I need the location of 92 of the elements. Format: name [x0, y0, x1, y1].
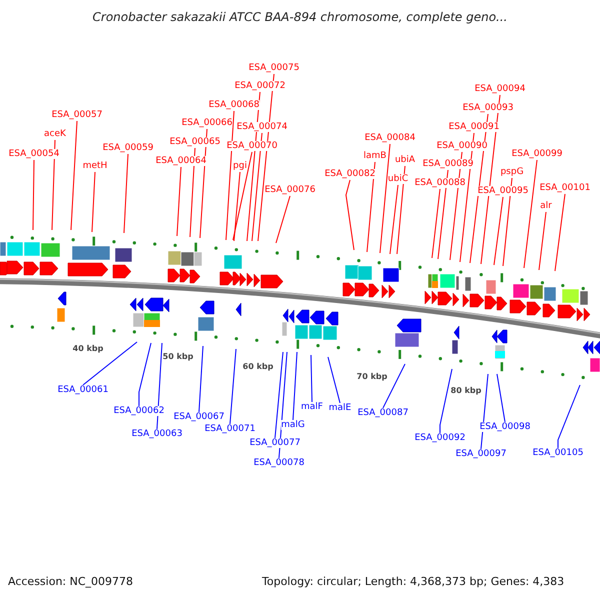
- gene-label: pspG: [500, 167, 524, 177]
- gene-label: metH: [82, 161, 108, 171]
- gene-label: ESA_00077: [250, 438, 300, 448]
- gene-label: ESA_00093: [462, 103, 514, 113]
- leader-line: [346, 180, 354, 250]
- gene-label: ESA_00059: [102, 143, 154, 153]
- gene-label: lamB: [364, 151, 386, 161]
- gene-label: ESA_00064: [156, 156, 206, 166]
- gene-label: ESA_00066: [182, 118, 232, 128]
- gene-label: ESA_00072: [234, 81, 286, 91]
- scale-label: 80 kbp: [450, 386, 482, 395]
- gene-label: ESA_00082: [324, 169, 376, 179]
- gene-label: pgi: [233, 161, 247, 171]
- gene-label: ESA_00095: [478, 186, 528, 196]
- gene-label: malF: [301, 402, 323, 412]
- leader-line: [554, 194, 566, 272]
- gene-label: ESA_00065: [170, 137, 220, 147]
- gene-label: ESA_00075: [248, 63, 300, 73]
- gene-label: malG: [281, 420, 305, 430]
- leader-line: [432, 188, 440, 258]
- leader-line: [92, 172, 96, 232]
- gene-label: ESA_00071: [204, 424, 256, 434]
- leader-line: [328, 356, 340, 404]
- gene-label: ESA_00094: [474, 84, 526, 94]
- leader-line: [190, 148, 196, 238]
- leader-line: [156, 342, 162, 430]
- gene-label: ESA_00084: [364, 133, 416, 143]
- leader-line: [234, 172, 240, 242]
- gene-label: ESA_00063: [132, 429, 182, 439]
- scale-label: 60 kbp: [242, 362, 274, 371]
- gene-label: ESA_00070: [226, 141, 278, 151]
- gene-label: ESA_00057: [52, 110, 102, 120]
- gene-label: ESA_00076: [264, 185, 316, 195]
- gene-label: ESA_00054: [8, 149, 60, 159]
- leader-line: [70, 120, 78, 230]
- leader-line: [252, 132, 262, 242]
- gene-label: ESA_00074: [236, 122, 288, 132]
- leader-line: [380, 144, 390, 254]
- scale-label: 70 kbp: [356, 372, 388, 381]
- gene-label: ESA_00068: [208, 100, 260, 110]
- title: Cronobacter sakazakii ATCC BAA-894 chromosome, complete geno...: [92, 10, 508, 24]
- gene-label: ESA_00092: [414, 433, 466, 443]
- gene-label: ESA_00090: [436, 141, 488, 151]
- leader-line: [226, 110, 234, 240]
- leader-line: [496, 374, 506, 422]
- gene-label: ESA_00078: [254, 458, 304, 468]
- leader-line: [538, 212, 546, 270]
- gene-label: ESA_00067: [174, 412, 224, 422]
- leader-line: [440, 368, 452, 434]
- gene-label: ESA_00099: [512, 149, 562, 159]
- leader-line: [32, 160, 34, 230]
- genome-summary-text: Topology: circular; Length: 4,368,373 bp; Genes: 4,383: [262, 575, 564, 588]
- gene-label: ESA_00061: [58, 385, 108, 395]
- leader-line: [176, 166, 182, 236]
- leader-line: [52, 140, 56, 230]
- gene-label: ESA_00062: [114, 406, 164, 416]
- gene-label: aceK: [44, 129, 66, 139]
- leader-line: [230, 348, 236, 424]
- scale-label: 50 kbp: [162, 352, 194, 361]
- scale-label: 40 kbp: [72, 344, 104, 353]
- leader-line: [198, 346, 204, 412]
- leader-line: [524, 160, 538, 268]
- leader-line: [390, 184, 398, 254]
- leader-line: [480, 374, 488, 450]
- leader-line: [366, 162, 376, 252]
- gene-label: ESA_00089: [422, 159, 474, 169]
- leader-line: [292, 352, 298, 420]
- leader-line: [502, 178, 512, 266]
- leader-line: [310, 354, 312, 402]
- leader-line: [494, 196, 504, 266]
- leader-line: [232, 152, 252, 240]
- accession-text: Accession: NC_009778: [8, 575, 134, 588]
- gene-label: alr: [540, 201, 552, 211]
- gene-label: ESA_00105: [532, 448, 584, 458]
- gene-label: ubiC: [388, 174, 408, 184]
- leader-line: [438, 170, 448, 260]
- leader-line: [276, 196, 290, 244]
- gene-label: ESA_00097: [456, 449, 506, 459]
- leader-line: [124, 154, 128, 234]
- leader-line: [82, 342, 138, 386]
- gene-label: ubiA: [394, 155, 416, 165]
- gene-label: malE: [328, 403, 352, 413]
- leader-line: [138, 342, 152, 406]
- gene-label: ESA_00091: [448, 122, 500, 132]
- leader-line: [396, 166, 406, 254]
- gene-label: ESA_00101: [540, 183, 590, 193]
- leader-line: [274, 352, 284, 438]
- gene-label: ESA_00098: [480, 422, 530, 432]
- leader-line: [558, 384, 580, 448]
- gene-label: ESA_00087: [358, 408, 408, 418]
- leader-line: [382, 364, 406, 408]
- gene-label: ESA_00088: [414, 178, 466, 188]
